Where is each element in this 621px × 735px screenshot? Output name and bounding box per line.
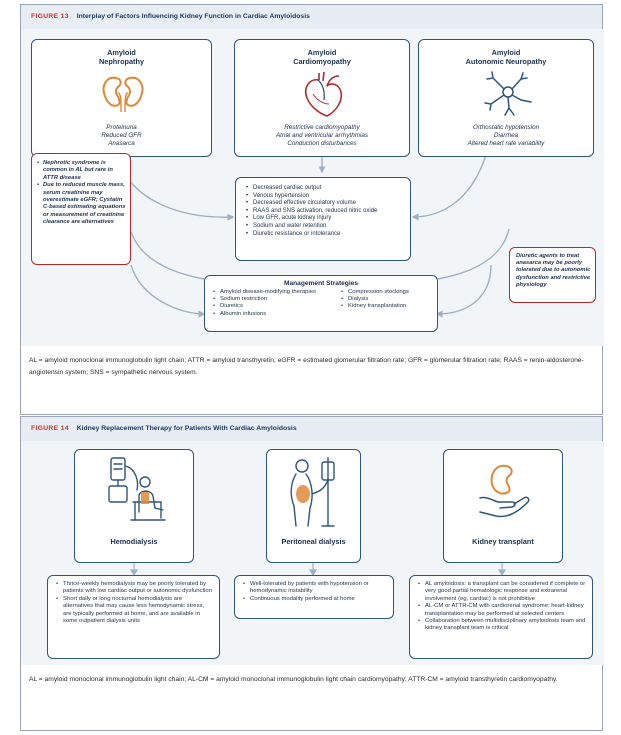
card-amyloid-nephropathy: Amyloid Nephropathy Proteinuria Reduced … <box>31 39 212 157</box>
card-title-line1: Amyloid <box>491 48 521 57</box>
hemodialysis-notes-box: Thrice-weekly hemodialysis may be poorly… <box>47 575 220 659</box>
kidneys-icon <box>102 76 144 113</box>
card-item: Anasarca <box>108 140 135 147</box>
card-title-line1: Amyloid <box>307 48 337 57</box>
card-amyloid-cardiomyopathy: Amyloid Cardiomyopathy Restrictive cardi… <box>234 39 410 157</box>
management-item: Amyloid disease-modifying therapies <box>213 289 341 296</box>
card-amyloid-autonomic-neuropathy: Amyloid Autonomic Neuropathy Orthostatic… <box>418 39 594 157</box>
figure-13-title-bar: FIGURE 13 Interplay of Factors Influenci… <box>21 5 602 29</box>
figure-14-connectors <box>129 563 507 577</box>
left-note-item: Nephrotic syndrome is common in AL but r… <box>37 160 126 182</box>
figure-14-title-bar: FIGURE 14 Kidney Replacement Therapy for… <box>21 417 602 441</box>
panel-peritoneal-dialysis: Peritoneal dialysis <box>266 449 361 563</box>
figure-13-connectors <box>115 154 510 318</box>
kidney-in-hand-icon <box>479 464 530 518</box>
card-item: Conduction disturbances <box>287 140 357 147</box>
figure-13: FIGURE 13 Interplay of Factors Influenci… <box>20 4 604 415</box>
figure-13-footnote: AL = amyloid monoclonal immunoglobulin l… <box>29 357 584 376</box>
figure-14: FIGURE 14 Kidney Replacement Therapy for… <box>20 416 604 731</box>
neuron-icon <box>484 71 532 116</box>
figure-13-diagram: Amyloid Nephropathy Proteinuria Reduced … <box>21 29 604 346</box>
note-item: Thrice-weekly hemodialysis may be poorly… <box>56 581 213 596</box>
note-item: Short daily or long nocturnal hemodialys… <box>56 596 213 626</box>
central-mechanisms-box: Decreased cardiac output Venous hyperten… <box>235 177 411 261</box>
hemodialysis-notes-list: Thrice-weekly hemodialysis may be poorly… <box>56 581 213 625</box>
management-col-2: Compression stockings Dialysis Kidney tr… <box>341 289 409 318</box>
transplant-notes-box: AL amyloidosis: a transplant can be cons… <box>409 575 593 659</box>
mechanism-item: Venous hypertension <box>246 193 402 201</box>
peritoneal-dialysis-icon <box>290 457 335 527</box>
mechanism-item: Decreased effective circulatory volume <box>246 200 402 208</box>
figure-14-footnote: AL = amyloid monoclonal immunoglobulin l… <box>29 676 558 683</box>
card-title-line2: Nephropathy <box>99 57 144 66</box>
card-item: Orthostatic hypotension <box>472 124 540 131</box>
management-item: Sodium restriction <box>213 296 341 303</box>
panel-label: Hemodialysis <box>110 537 158 546</box>
left-note-item: Due to reduced muscle mass, serum creati… <box>37 182 126 226</box>
note-item: AL-CM or ATTR-CM with cardiorenal syndro… <box>418 603 586 618</box>
right-note-box: Diuretic agents to treat anasarca may be… <box>509 247 596 303</box>
mechanism-item: Low GFR, acute kidney injury <box>246 215 402 223</box>
panel-kidney-transplant: Kidney transplant <box>443 449 563 563</box>
management-col-1: Amyloid disease-modifying therapies Sodi… <box>213 289 341 318</box>
figure-13-number: FIGURE 13 <box>31 13 69 20</box>
right-note-text: Diuretic agents to treat anasarca may be… <box>516 253 591 288</box>
left-note-box: Nephrotic syndrome is common in AL but r… <box>31 153 131 265</box>
figure-13-title: Interplay of Factors Influencing Kidney … <box>76 13 310 20</box>
management-item: Compression stockings <box>341 289 409 296</box>
card-item: Restrictive cardiomyopathy <box>284 124 360 131</box>
management-item: Diuretics <box>213 303 341 310</box>
card-title-line1: Amyloid <box>107 48 136 57</box>
management-item: Dialysis <box>341 296 409 303</box>
note-item: Collaboration between multidisciplinary … <box>418 618 586 633</box>
mechanism-item: RAAS and SNS activation, reduced nitric … <box>246 208 402 216</box>
management-title: Management Strategies <box>283 280 359 287</box>
panel-label: Peritoneal dialysis <box>281 537 346 546</box>
management-item: Albumin infusions <box>213 311 341 318</box>
figure-14-number: FIGURE 14 <box>31 425 69 432</box>
peritoneal-notes-list: Well-tolerated by patients with hypotens… <box>243 581 387 604</box>
mechanism-item: Sodium and water retention <box>246 223 402 231</box>
figure-14-diagram: Hemodialysis Peritoneal dialysis <box>21 441 604 665</box>
card-item: Proteinuria <box>106 124 137 131</box>
heart-icon <box>304 71 343 117</box>
note-item: AL amyloidosis: a transplant can be cons… <box>418 581 586 603</box>
figure-14-title: Kidney Replacement Therapy for Patients … <box>76 425 297 432</box>
mechanism-item: Diuretic resistance or intolerance <box>246 231 402 239</box>
card-item: Atrial and ventricular arrhythmias <box>275 132 369 139</box>
mechanism-item: Decreased cardiac output <box>246 185 402 193</box>
management-columns: Amyloid disease-modifying therapies Sodi… <box>213 289 429 318</box>
left-note-list: Nephrotic syndrome is common in AL but r… <box>37 160 126 227</box>
card-title-line2: Cardiomyopathy <box>293 57 351 66</box>
management-strategies-box: Management Strategies Amyloid disease-mo… <box>204 275 438 332</box>
note-item: Continuous modality performed at home <box>243 596 387 604</box>
management-item: Kidney transplantation <box>341 303 409 310</box>
hemodialysis-icon <box>108 457 166 521</box>
central-mechanisms-list: Decreased cardiac output Venous hyperten… <box>246 185 402 238</box>
card-item: Altered heart rate variability <box>467 140 545 147</box>
note-item: Well-tolerated by patients with hypotens… <box>243 581 387 596</box>
peritoneal-notes-box: Well-tolerated by patients with hypotens… <box>234 575 394 619</box>
card-item: Reduced GFR <box>101 132 142 139</box>
panel-hemodialysis: Hemodialysis <box>74 449 194 563</box>
transplant-notes-list: AL amyloidosis: a transplant can be cons… <box>418 581 586 633</box>
card-item: Diarrhea <box>493 132 519 139</box>
panel-label: Kidney transplant <box>472 537 534 546</box>
card-title-line2: Autonomic Neuropathy <box>465 57 547 66</box>
